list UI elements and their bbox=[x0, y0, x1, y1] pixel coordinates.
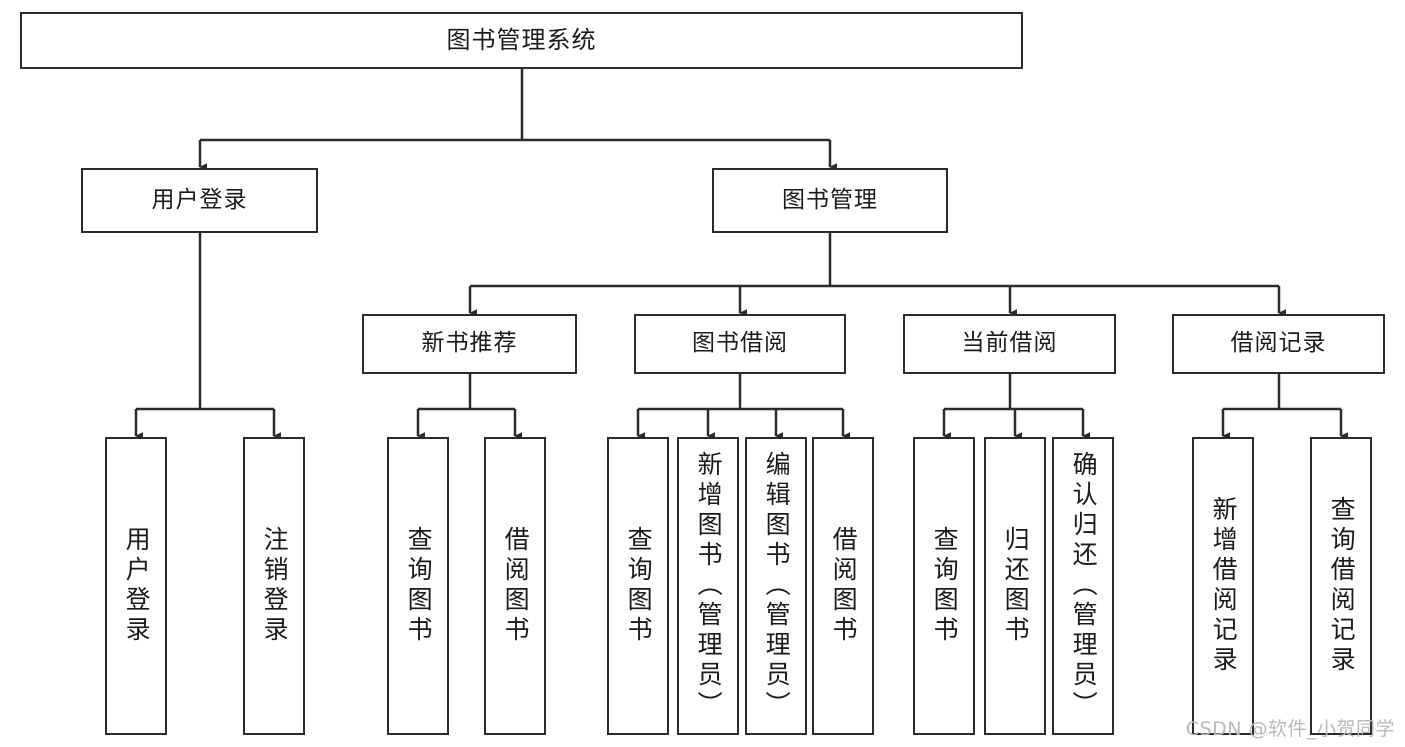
node-login[interactable]: 用户登录 bbox=[81, 168, 318, 233]
node-leaf-9[interactable]: 查询图书 bbox=[913, 437, 975, 735]
node-leaf-12[interactable]: 新增借阅记录 bbox=[1192, 437, 1254, 735]
csdn-watermark: CSDN @软件_小贺同学 bbox=[1185, 718, 1395, 740]
node-label: 确认归还（管理员） bbox=[1069, 451, 1099, 721]
node-label: 查询借阅记录 bbox=[1327, 496, 1357, 676]
node-newrec[interactable]: 新书推荐 bbox=[362, 314, 577, 374]
node-leaf-11[interactable]: 确认归还（管理员） bbox=[1052, 437, 1114, 735]
node-leaf-4[interactable]: 借阅图书 bbox=[484, 437, 546, 735]
node-bookmgmt[interactable]: 图书管理 bbox=[712, 168, 948, 233]
node-label: 查询图书 bbox=[624, 526, 654, 646]
node-leaf-7[interactable]: 编辑图书（管理员） bbox=[745, 437, 807, 735]
node-label: 用户登录 bbox=[122, 526, 152, 646]
node-label: 当前借阅 bbox=[961, 330, 1058, 357]
node-leaf-1[interactable]: 用户登录 bbox=[105, 437, 167, 735]
node-label: 查询图书 bbox=[930, 526, 960, 646]
node-borrow[interactable]: 图书借阅 bbox=[634, 314, 846, 374]
node-label: 图书管理 bbox=[782, 186, 878, 213]
node-leaf-13[interactable]: 查询借阅记录 bbox=[1310, 437, 1372, 735]
node-leaf-5[interactable]: 查询图书 bbox=[607, 437, 669, 735]
node-leaf-10[interactable]: 归还图书 bbox=[984, 437, 1046, 735]
node-leaf-6[interactable]: 新增图书（管理员） bbox=[677, 437, 739, 735]
node-label: 编辑图书（管理员） bbox=[762, 451, 792, 721]
node-leaf-8[interactable]: 借阅图书 bbox=[812, 437, 874, 735]
node-label: 查询图书 bbox=[404, 526, 434, 646]
node-label: 图书借阅 bbox=[692, 330, 788, 357]
node-label: 借阅图书 bbox=[829, 526, 859, 646]
node-leaf-2[interactable]: 注销登录 bbox=[243, 437, 305, 735]
node-root[interactable]: 图书管理系统 bbox=[20, 12, 1023, 69]
node-label: 新增图书（管理员） bbox=[694, 451, 724, 721]
node-label: 归还图书 bbox=[1001, 526, 1031, 646]
node-label: 借阅记录 bbox=[1230, 330, 1327, 357]
node-label: 注销登录 bbox=[260, 526, 290, 646]
node-current[interactable]: 当前借阅 bbox=[903, 314, 1116, 374]
node-records[interactable]: 借阅记录 bbox=[1172, 314, 1385, 374]
node-leaf-3[interactable]: 查询图书 bbox=[387, 437, 449, 735]
node-label: 新增借阅记录 bbox=[1209, 496, 1239, 676]
node-label: 图书管理系统 bbox=[446, 26, 597, 55]
node-label: 新书推荐 bbox=[421, 330, 518, 357]
node-label: 借阅图书 bbox=[501, 526, 531, 646]
node-label: 用户登录 bbox=[151, 186, 248, 213]
